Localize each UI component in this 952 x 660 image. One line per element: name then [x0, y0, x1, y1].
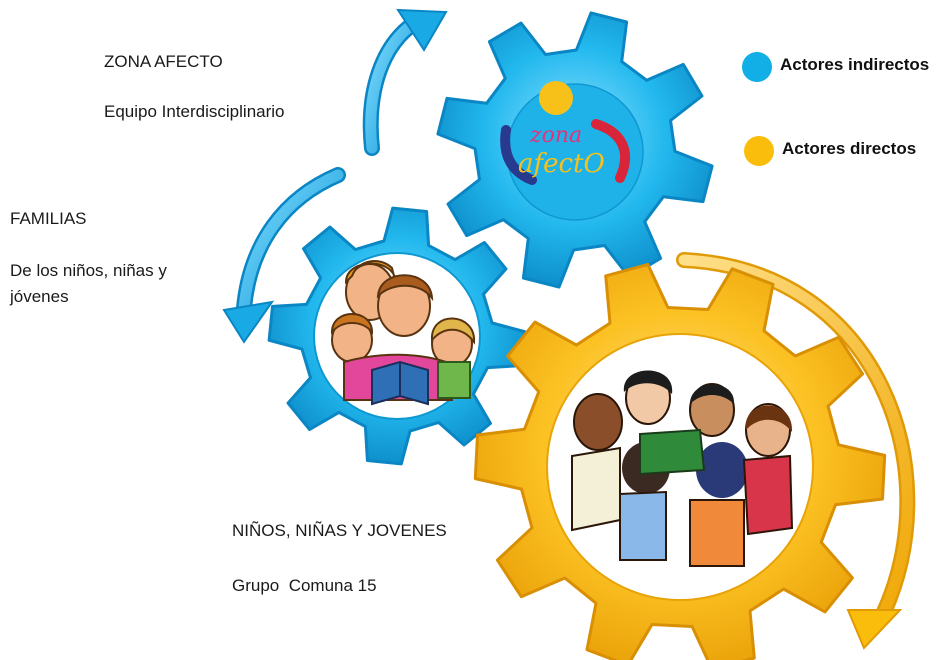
legend-indirect-dot — [742, 52, 772, 82]
legend-indirect-label: Actores indirectos — [780, 55, 930, 74]
logo-text-zona: zona — [529, 123, 582, 148]
ninos-subtitle: Grupo Comuna 15 — [232, 576, 377, 595]
zona-afecto-logo: zona afectO — [500, 81, 630, 185]
gear-zona-afecto — [436, 11, 714, 289]
familias-title: FAMILIAS — [10, 209, 87, 228]
arrow-zona-up — [362, 8, 448, 156]
familias-subtitle-line1: De los niños, niñas y — [10, 261, 167, 280]
logo-text-afecto: afectO — [518, 149, 605, 179]
legend-direct-dot — [744, 136, 774, 166]
familias-subtitle-line2: jóvenes — [10, 287, 69, 306]
legend-direct-label: Actores directos — [782, 139, 917, 158]
ninos-title: NIÑOS, NIÑAS Y JOVENES — [232, 521, 447, 540]
arrow-familias-down — [222, 167, 346, 344]
zona-afecto-subtitle: Equipo Interdisciplinario — [104, 102, 285, 121]
arrow-ninos-cycle — [676, 252, 916, 650]
family-illustration — [330, 260, 476, 406]
zona-afecto-title: ZONA AFECTO — [104, 52, 223, 71]
children-illustration — [571, 370, 794, 567]
